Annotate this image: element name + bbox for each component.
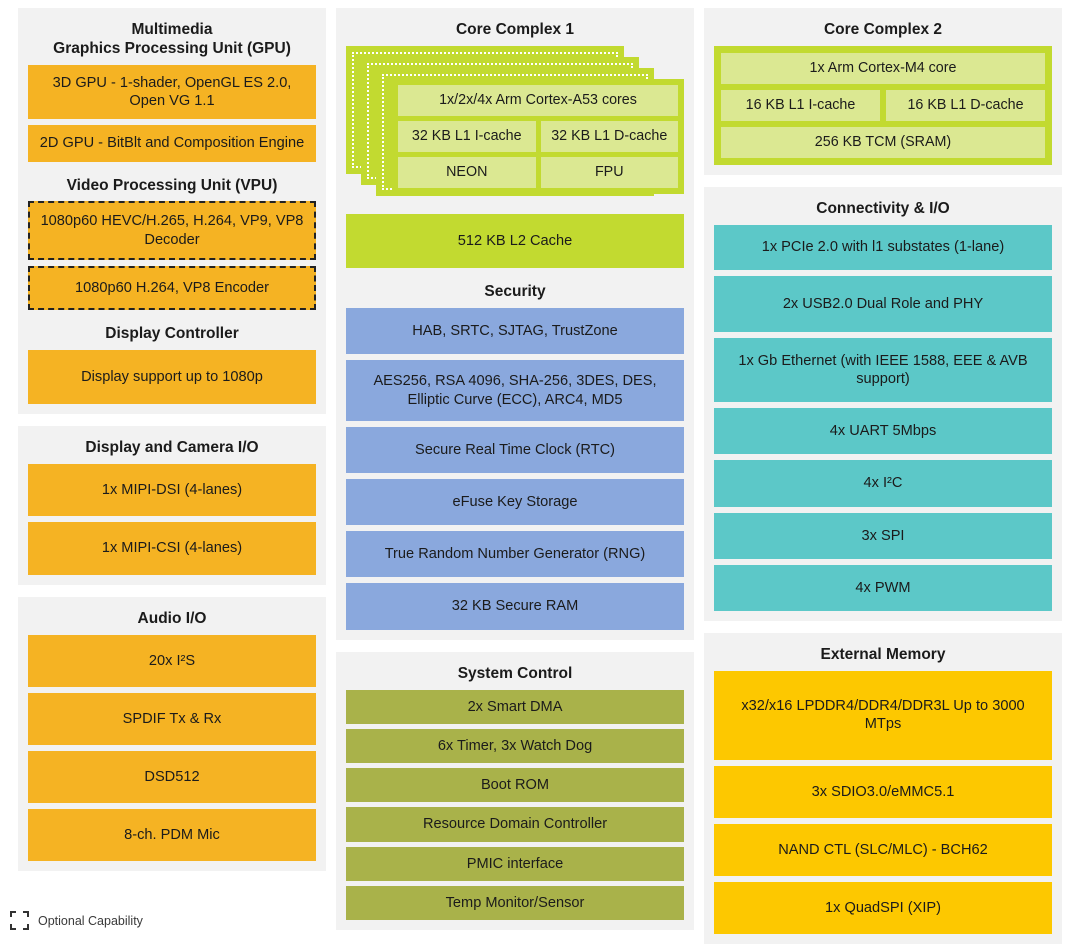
cell-m4-l1-dcache[interactable]: 16 KB L1 D-cache bbox=[886, 90, 1045, 122]
block-pmic-interface[interactable]: PMIC interface bbox=[346, 846, 684, 881]
block-temp-monitor[interactable]: Temp Monitor/Sensor bbox=[346, 885, 684, 920]
panel-multimedia: Multimedia Graphics Processing Unit (GPU… bbox=[18, 8, 326, 415]
block-boot-rom[interactable]: Boot ROM bbox=[346, 768, 684, 803]
block-nand-ctl[interactable]: NAND CTL (SLC/MLC) - BCH62 bbox=[714, 823, 1052, 876]
block-gb-ethernet[interactable]: 1x Gb Ethernet (with IEEE 1588, EEE & AV… bbox=[714, 337, 1052, 403]
block-dsd512[interactable]: DSD512 bbox=[28, 751, 316, 804]
cc2-row-caches: 16 KB L1 I-cache 16 KB L1 D-cache bbox=[721, 90, 1045, 122]
audio-io-heading: Audio I/O bbox=[137, 609, 207, 627]
right-column: Core Complex 2 1x Arm Cortex-M4 core 16 … bbox=[704, 8, 1062, 944]
block-secure-rtc[interactable]: Secure Real Time Clock (RTC) bbox=[346, 426, 684, 473]
core-card-front[interactable]: 1x/2x/4x Arm Cortex-A53 cores 32 KB L1 I… bbox=[392, 78, 684, 195]
cell-fpu[interactable]: FPU bbox=[540, 157, 678, 189]
block-display-support[interactable]: Display support up to 1080p bbox=[28, 350, 316, 405]
block-trng[interactable]: True Random Number Generator (RNG) bbox=[346, 531, 684, 578]
cell-a53-cores[interactable]: 1x/2x/4x Arm Cortex-A53 cores bbox=[398, 84, 678, 117]
block-spdif[interactable]: SPDIF Tx & Rx bbox=[28, 692, 316, 746]
dashed-square-icon bbox=[10, 911, 29, 930]
panel-core-complex-2: Core Complex 2 1x Arm Cortex-M4 core 16 … bbox=[704, 8, 1062, 176]
connectivity-io-heading: Connectivity & I/O bbox=[816, 200, 950, 218]
block-video-decoder[interactable]: 1080p60 HEVC/H.265, H.264, VP9, VP8 Deco… bbox=[28, 201, 316, 260]
panel-core-complex-1: Core Complex 1 1x/2x/4x Arm Cortex-A53 c… bbox=[336, 8, 694, 640]
display-controller-heading: Display Controller bbox=[105, 325, 239, 343]
core-complex-1-heading: Core Complex 1 bbox=[455, 21, 574, 38]
legend: Optional Capability bbox=[10, 911, 143, 930]
panel-display-camera-io: Display and Camera I/O 1x MIPI-DSI (4-la… bbox=[18, 426, 326, 585]
cortex-m4-card[interactable]: 1x Arm Cortex-M4 core 16 KB L1 I-cache 1… bbox=[714, 45, 1052, 166]
cc2-row-tcm: 256 KB TCM (SRAM) bbox=[721, 127, 1045, 159]
system-control-heading: System Control bbox=[457, 664, 573, 682]
block-video-encoder[interactable]: 1080p60 H.264, VP8 Encoder bbox=[28, 265, 316, 311]
block-resource-domain-controller[interactable]: Resource Domain Controller bbox=[346, 807, 684, 842]
gpu-heading: Graphics Processing Unit (GPU) bbox=[53, 39, 291, 57]
block-i2s[interactable]: 20x I²S bbox=[28, 634, 316, 687]
block-efuse-key-storage[interactable]: eFuse Key Storage bbox=[346, 478, 684, 526]
core-row-neon-fpu: NEON FPU bbox=[398, 157, 678, 189]
panel-external-memory: External Memory x32/x16 LPDDR4/DDR4/DDR3… bbox=[704, 633, 1062, 944]
cc2-row-core: 1x Arm Cortex-M4 core bbox=[721, 52, 1045, 85]
cell-neon[interactable]: NEON bbox=[398, 157, 536, 189]
block-3d-gpu[interactable]: 3D GPU - 1-shader, OpenGL ES 2.0, Open V… bbox=[28, 64, 316, 120]
block-smart-dma[interactable]: 2x Smart DMA bbox=[346, 689, 684, 724]
cell-l1-dcache[interactable]: 32 KB L1 D-cache bbox=[540, 121, 678, 153]
external-memory-heading: External Memory bbox=[820, 646, 946, 664]
panel-system-control: System Control 2x Smart DMA 6x Timer, 3x… bbox=[336, 651, 694, 930]
block-timer-watchdog[interactable]: 6x Timer, 3x Watch Dog bbox=[346, 728, 684, 764]
block-mipi-dsi[interactable]: 1x MIPI-DSI (4-lanes) bbox=[28, 464, 316, 517]
block-pwm[interactable]: 4x PWM bbox=[714, 564, 1052, 612]
block-usb2[interactable]: 2x USB2.0 Dual Role and PHY bbox=[714, 275, 1052, 332]
cell-m4-l1-icache[interactable]: 16 KB L1 I-cache bbox=[721, 90, 880, 122]
block-2d-gpu[interactable]: 2D GPU - BitBlt and Composition Engine bbox=[28, 125, 316, 162]
cell-cortex-m4-core[interactable]: 1x Arm Cortex-M4 core bbox=[721, 52, 1045, 85]
core-row-caches: 32 KB L1 I-cache 32 KB L1 D-cache bbox=[398, 121, 678, 153]
block-l2-cache[interactable]: 512 KB L2 Cache bbox=[346, 213, 684, 269]
panel-connectivity-io: Connectivity & I/O 1x PCIe 2.0 with l1 s… bbox=[704, 187, 1062, 622]
display-camera-io-heading: Display and Camera I/O bbox=[85, 439, 259, 457]
security-heading: Security bbox=[484, 283, 546, 301]
legend-label: Optional Capability bbox=[38, 913, 143, 928]
core-cluster-stack: 1x/2x/4x Arm Cortex-A53 cores 32 KB L1 I… bbox=[346, 45, 684, 206]
cell-tcm-sram[interactable]: 256 KB TCM (SRAM) bbox=[721, 127, 1045, 159]
block-hab-srtc[interactable]: HAB, SRTC, SJTAG, TrustZone bbox=[346, 308, 684, 355]
core-row-cores: 1x/2x/4x Arm Cortex-A53 cores bbox=[398, 84, 678, 117]
multimedia-title: Multimedia Graphics Processing Unit (GPU… bbox=[28, 16, 316, 65]
panel-audio-io: Audio I/O 20x I²S SPDIF Tx & Rx DSD512 8… bbox=[18, 596, 326, 872]
block-lpddr4[interactable]: x32/x16 LPDDR4/DDR4/DDR3L Up to 3000 MTp… bbox=[714, 671, 1052, 760]
block-uart[interactable]: 4x UART 5Mbps bbox=[714, 408, 1052, 455]
block-mipi-csi[interactable]: 1x MIPI-CSI (4-lanes) bbox=[28, 522, 316, 575]
cell-l1-icache[interactable]: 32 KB L1 I-cache bbox=[398, 121, 536, 153]
vpu-heading: Video Processing Unit (VPU) bbox=[66, 176, 278, 194]
block-pdm-mic[interactable]: 8-ch. PDM Mic bbox=[28, 809, 316, 862]
diagram-columns: Multimedia Graphics Processing Unit (GPU… bbox=[18, 8, 1062, 944]
block-sdio-emmc[interactable]: 3x SDIO3.0/eMMC5.1 bbox=[714, 765, 1052, 818]
block-crypto-algorithms[interactable]: AES256, RSA 4096, SHA-256, 3DES, DES, El… bbox=[346, 360, 684, 421]
core-complex-2-heading: Core Complex 2 bbox=[823, 21, 942, 38]
block-secure-ram[interactable]: 32 KB Secure RAM bbox=[346, 583, 684, 630]
block-pcie[interactable]: 1x PCIe 2.0 with l1 substates (1-lane) bbox=[714, 225, 1052, 270]
left-column: Multimedia Graphics Processing Unit (GPU… bbox=[18, 8, 326, 872]
multimedia-heading: Multimedia bbox=[131, 21, 213, 38]
block-i2c[interactable]: 4x I²C bbox=[714, 460, 1052, 507]
block-quadspi[interactable]: 1x QuadSPI (XIP) bbox=[714, 882, 1052, 935]
block-spi[interactable]: 3x SPI bbox=[714, 512, 1052, 559]
middle-column: Core Complex 1 1x/2x/4x Arm Cortex-A53 c… bbox=[336, 8, 694, 930]
